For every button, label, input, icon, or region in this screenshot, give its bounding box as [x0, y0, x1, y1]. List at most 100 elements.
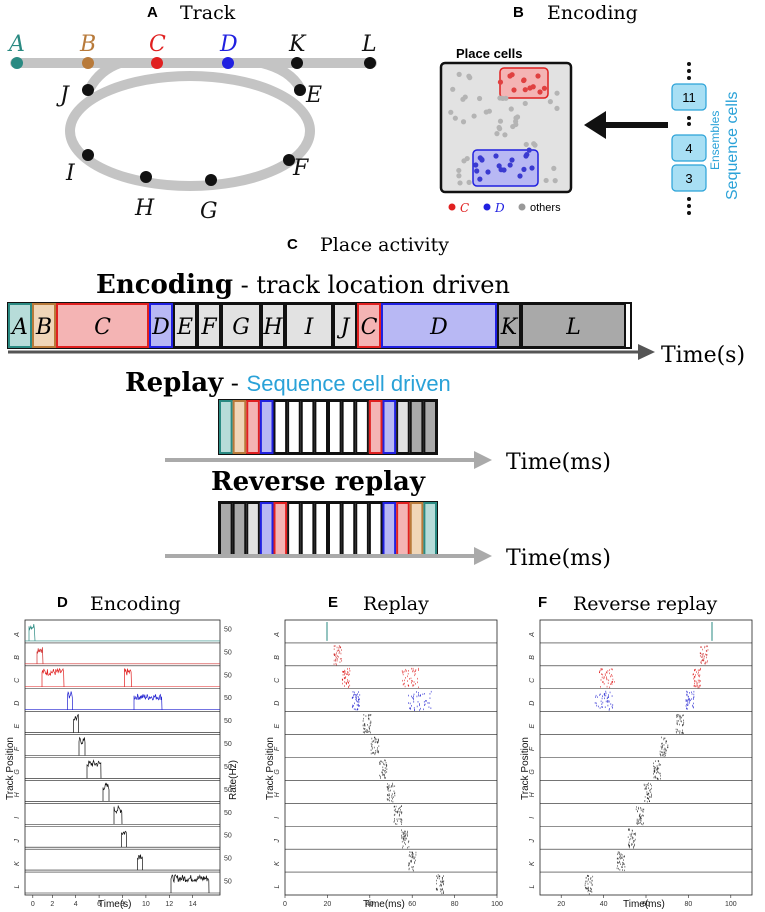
time-ms-label-1: Time(ms): [506, 450, 611, 475]
rate-tick: 50: [224, 787, 232, 794]
track-node-G: [205, 174, 217, 186]
ensemble-box-3: [671, 164, 707, 192]
encoding-segment-H: [261, 303, 285, 348]
encoding-segment-G: [221, 303, 261, 348]
panel-d-letter: D: [57, 594, 68, 611]
rate-tick: 50: [224, 695, 232, 702]
raster-row-label: L: [274, 884, 281, 888]
track-node-label-J: J: [56, 83, 70, 108]
raster-xtick: 0: [31, 901, 35, 908]
raster-xtick: 40: [366, 901, 374, 908]
c-cell-dot: [507, 73, 513, 79]
place-cell-dot: [466, 73, 472, 79]
rate-trace: [102, 782, 110, 802]
raster-xtick: 14: [189, 901, 197, 908]
raster-row-label: F: [529, 746, 536, 751]
encoding-segment-label: C: [94, 315, 111, 340]
sequence-cell-D: [382, 400, 397, 454]
raster-xtick: 80: [685, 901, 693, 908]
d-cell-dot: [529, 165, 535, 171]
encoding-segment-label: K: [500, 315, 519, 340]
d-cell-dot: [479, 157, 485, 163]
raster-xtick: 60: [642, 901, 650, 908]
place-cell-dot: [541, 85, 548, 91]
place-cell-dot: [483, 109, 489, 115]
raster-xtick: 100: [725, 901, 737, 908]
d-cell-dot: [509, 157, 515, 163]
replay-time-arrowhead: [474, 451, 492, 469]
raster-xtick: 40: [600, 901, 608, 908]
encoding-segment-C: [56, 303, 149, 348]
panel-d-title: Encoding: [90, 593, 181, 615]
raster-row-label: J: [14, 838, 21, 843]
encoding-segment-label: E: [176, 315, 193, 340]
raster-xtick: 60: [408, 901, 416, 908]
sequence-cell-A: [219, 400, 233, 454]
panel-c-letter: C: [287, 236, 298, 253]
panel-e-ylabel: Track Position: [265, 737, 276, 800]
raster-row-label: K: [529, 861, 536, 866]
raster-row-label: B: [529, 655, 536, 660]
encoding-arrow-head: [584, 111, 606, 139]
place-cell-dot: [452, 115, 458, 121]
encoding-segment-F: [197, 303, 221, 348]
sequence-cell-white: [300, 502, 315, 556]
sequence-cell-white: [328, 502, 342, 556]
place-cell-dot: [496, 124, 502, 131]
rate-tick: 50: [224, 764, 232, 771]
encoding-segment-label: D: [429, 315, 448, 340]
raster-row-label: A: [274, 632, 281, 638]
rate-tick: 50: [224, 833, 232, 840]
raster-row-label: H: [14, 791, 21, 797]
panel-f-title: Reverse replay: [573, 593, 718, 615]
rate-tick: 50: [224, 879, 232, 886]
raster-row-label: J: [529, 838, 536, 843]
sequence-cell-dark: [409, 400, 424, 454]
raster-row-label: D: [274, 701, 281, 706]
ensemble-number-3: 3: [685, 171, 692, 186]
sequence-cell-D: [259, 400, 274, 454]
sequence-cell-dark: [232, 502, 247, 556]
panel-d-ylabel-right: Rate(Hz): [228, 760, 239, 800]
track-node-label-A: A: [7, 32, 25, 57]
track-node-label-H: H: [134, 196, 155, 221]
raster-row-label: E: [529, 723, 536, 728]
place-cell-dot: [474, 168, 480, 174]
rate-trace: [124, 668, 132, 687]
replay-sequence-bar: [218, 399, 438, 455]
ensemble-box-11: [671, 83, 707, 111]
sequence-cell-white: [341, 400, 356, 454]
replay-heading: Replay - Sequence cell driven: [125, 368, 451, 398]
c-cell-dot: [537, 89, 543, 95]
legend-c-dot: [448, 203, 456, 211]
encoding-segment-label: F: [200, 315, 217, 340]
raster-xtick: 2: [50, 901, 54, 908]
ensembles-label: Ensembles: [708, 111, 722, 170]
encoding-segment-label: A: [10, 315, 28, 340]
raster-xtick: 12: [165, 901, 173, 908]
time-ms-label-2: Time(ms): [506, 546, 611, 571]
place-cell-dot: [450, 86, 456, 92]
place-cell-dots: [448, 71, 560, 186]
place-cell-dot: [523, 141, 529, 148]
track-node-label-C: C: [149, 32, 166, 57]
place-cell-dot: [448, 109, 454, 115]
raster-xtick: 20: [557, 901, 565, 908]
track-node-L: [364, 57, 376, 69]
place-cell-dot: [456, 71, 462, 77]
sequence-cell-white: [355, 400, 369, 454]
place-cell-dot: [522, 100, 528, 107]
place-cell-dot: [494, 131, 500, 137]
track-node-I: [82, 149, 94, 161]
place-cell-dot: [457, 180, 463, 186]
d-cell-dot: [517, 173, 523, 179]
track-node-C: [151, 57, 163, 69]
rate-trace: [73, 713, 79, 733]
sequence-cell-white: [355, 502, 369, 556]
sequence-cell-B: [409, 502, 424, 556]
place-cell-dot: [456, 173, 462, 179]
rate-tick: 50: [224, 741, 232, 748]
raster-row-label: C: [274, 677, 281, 683]
